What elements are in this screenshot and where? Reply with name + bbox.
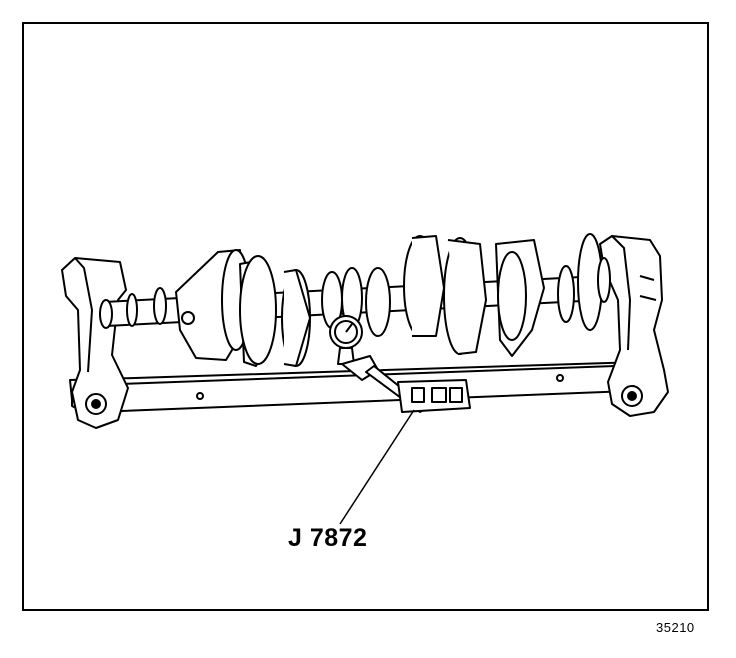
tool-callout-label: J 7872 <box>288 524 368 552</box>
crank-counterweight-7 <box>495 239 545 357</box>
figure-number: 35210 <box>656 620 695 635</box>
tool-j7872-clamp <box>341 355 471 413</box>
crank-counterweight-6 <box>443 237 487 355</box>
crank-counterweight-2 <box>239 255 277 367</box>
crankpin-journal-1 <box>321 267 363 329</box>
crank-flange <box>577 233 611 331</box>
crank-counterweight-3 <box>281 269 311 367</box>
left-support-stand <box>61 257 129 429</box>
dial-indicator <box>329 315 363 365</box>
right-support-stand <box>599 235 669 417</box>
crank-counterweight-4 <box>365 267 391 337</box>
callout-leader-line <box>339 409 415 525</box>
crankpin-journal-2 <box>557 265 575 323</box>
crank-counterweight-1 <box>175 249 251 361</box>
crank-counterweight-5 <box>403 235 445 337</box>
